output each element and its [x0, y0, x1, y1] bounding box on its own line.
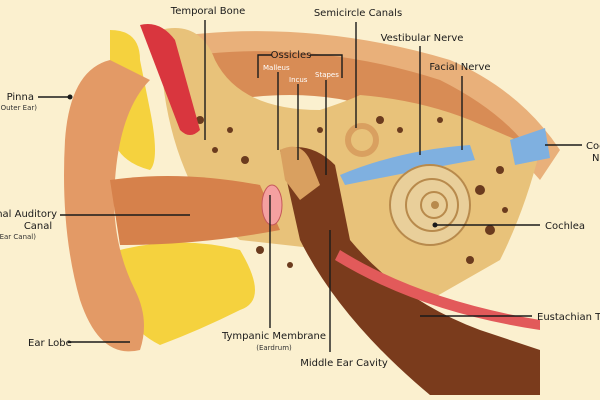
label-canal-1: External Auditory [0, 209, 57, 220]
label-tympanic-membrane: Tympanic Membrane [221, 331, 326, 342]
label-incus: Incus [289, 76, 308, 84]
label-facial-nerve: Facial Nerve [429, 62, 490, 73]
cochlea-shape [389, 164, 471, 246]
label-pinna: Pinna [7, 92, 34, 103]
cochlear-nerve-shape [510, 128, 550, 165]
label-malleus: Malleus [263, 64, 290, 72]
label-semicircle-canals: Semicircle Canals [314, 8, 402, 19]
middle-ear-cavity-shape [280, 147, 540, 395]
tympanic-membrane-shape [261, 184, 283, 226]
label-cochlear-nerve-1: Cochlear [586, 141, 600, 152]
label-eustachian-tube: Eustachian Tube [537, 312, 600, 323]
label-cochlea: Cochlea [545, 221, 585, 232]
label-ear-lobe: Ear Lobe [28, 338, 72, 349]
label-ossicles: Ossicles [271, 50, 312, 61]
ear-canal [110, 176, 280, 245]
semicircle-canals-shape [345, 123, 379, 157]
label-canal-2: Canal [24, 221, 52, 232]
label-middle-ear-cavity: Middle Ear Cavity [300, 358, 388, 369]
label-canal-sub: (Ear Canal) [0, 233, 36, 241]
ossicles-shape [280, 146, 320, 200]
label-cochlear-nerve-2: Nerve [592, 153, 600, 164]
vestibular-nerve-shape [340, 145, 475, 185]
ossicles-bracket [257, 54, 343, 78]
label-tympanic-sub: (Eardrum) [256, 344, 292, 352]
bone-pores [196, 116, 508, 268]
eustachian-lining [335, 250, 540, 330]
fat-lower [120, 242, 255, 345]
pinna-shape [64, 60, 150, 352]
label-pinna-sub: (Outer Ear) [0, 104, 37, 112]
label-stapes: Stapes [315, 71, 339, 79]
label-temporal-bone: Temporal Bone [170, 6, 245, 17]
label-vestibular-nerve: Vestibular Nerve [381, 33, 464, 44]
upper-tissue [160, 51, 530, 170]
muscle [140, 24, 200, 135]
